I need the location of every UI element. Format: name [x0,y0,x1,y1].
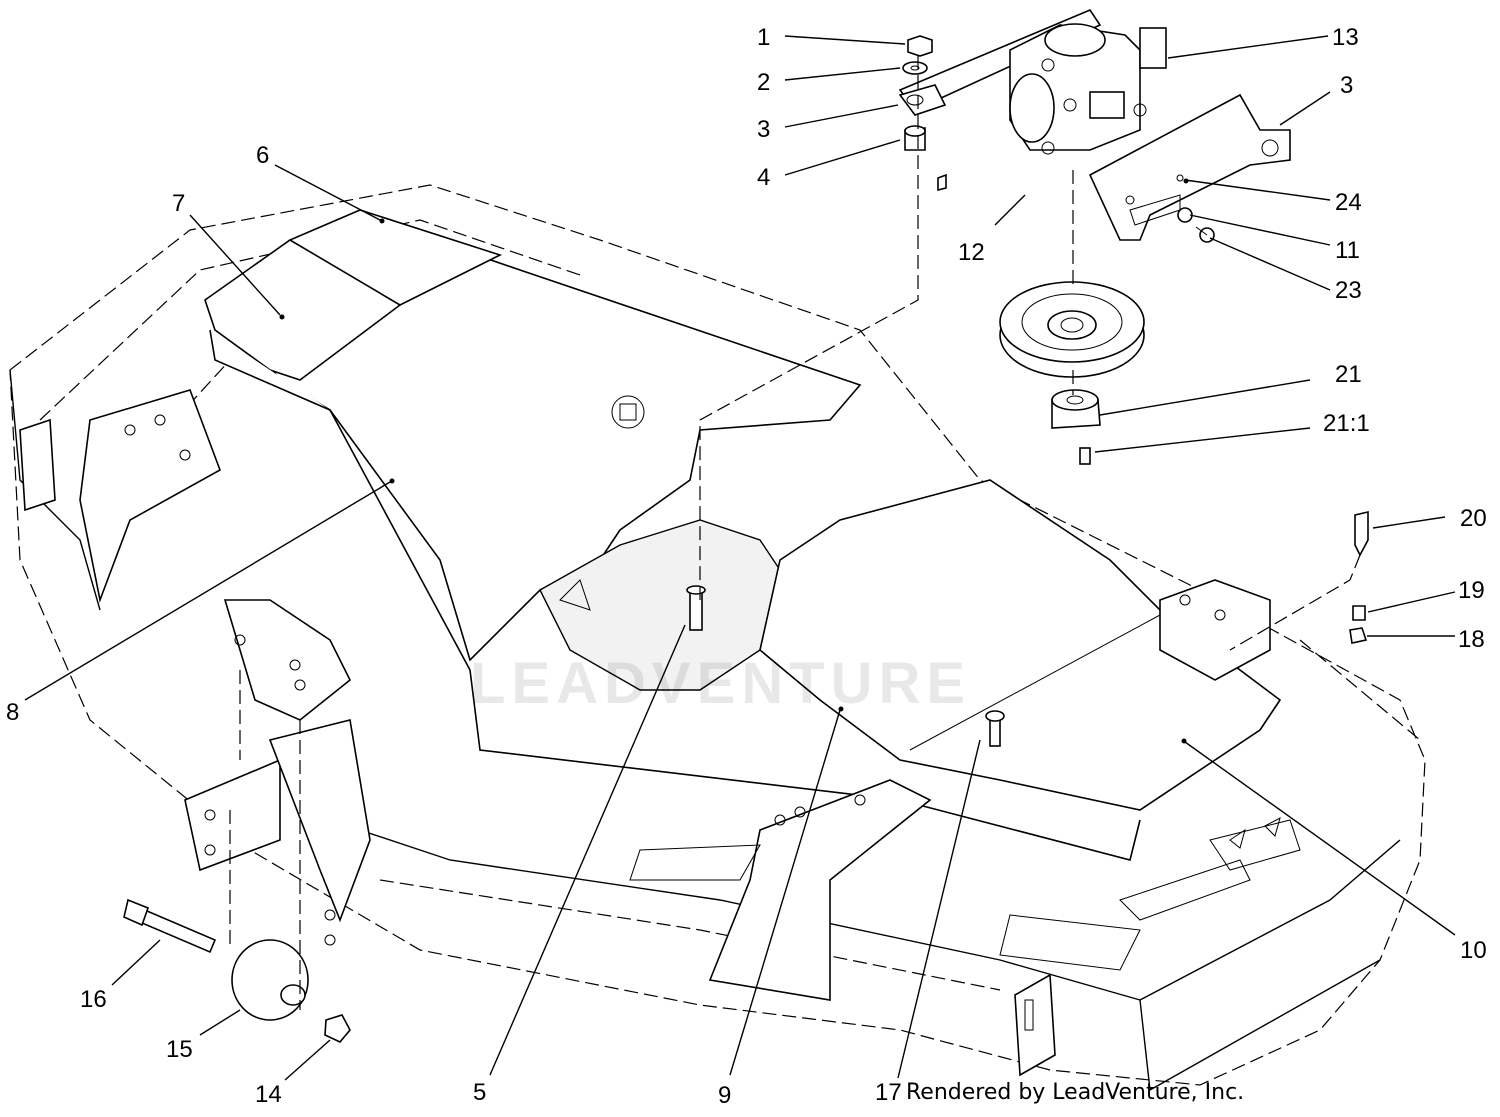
callout-labels: 1 2 3 4 13 3 24 11 23 12 21 21:1 20 19 1… [6,24,1487,1109]
callout-24: 24 [1335,189,1362,216]
callout-23: 23 [1335,277,1362,304]
callout-3-right: 3 [1340,72,1353,99]
front-walls [209,329,1141,861]
front-center-bracket [708,779,932,1001]
leader-lines [24,35,1456,1081]
callout-13: 13 [1332,24,1359,51]
callout-15: 15 [166,1036,193,1063]
callout-2: 2 [757,69,770,96]
callout-18: 18 [1458,626,1485,653]
taper-bushing [1051,389,1101,465]
callout-4: 4 [757,164,770,191]
callout-20: 20 [1460,505,1487,532]
latch-hardware [1349,510,1369,644]
callout-9: 9 [718,1082,731,1109]
callout-19: 19 [1458,577,1485,604]
callout-8: 8 [6,699,19,726]
decals [629,817,1301,971]
callout-1: 1 [757,24,770,51]
callout-12: 12 [958,239,985,266]
callout-14: 14 [255,1081,282,1108]
callout-10: 10 [1460,937,1487,964]
callout-3-left: 3 [757,116,770,143]
assembly-lines [229,55,1361,1010]
key-and-bolts [937,173,1215,243]
callout-6: 6 [256,142,269,169]
belt-cover-right [759,479,1282,811]
front-right-bracket [1014,973,1056,1077]
bolt-17 [985,710,1005,747]
callout-21-1: 21:1 [1323,410,1370,437]
hitch-bracket [184,599,371,946]
axle-nut [324,1014,351,1043]
callout-16: 16 [80,986,107,1013]
render-credit: Rendered by LeadVenture, Inc. [906,1080,1245,1105]
right-bracket [1159,579,1271,681]
callout-7: 7 [172,190,185,217]
watermark: LEADVENTURE [470,651,972,716]
callout-dots [279,178,1189,744]
axle-bolt [123,898,217,954]
callout-21: 21 [1335,361,1362,388]
left-bracket [19,389,221,603]
caster-wheel [231,939,309,1021]
callout-5: 5 [473,1079,486,1106]
cover-plate-7 [204,239,402,381]
pulley [999,281,1145,378]
callout-11: 11 [1335,237,1360,264]
gearbox-assembly [898,9,1167,155]
mount-hardware [898,35,947,151]
callout-17: 17 [875,1079,902,1106]
